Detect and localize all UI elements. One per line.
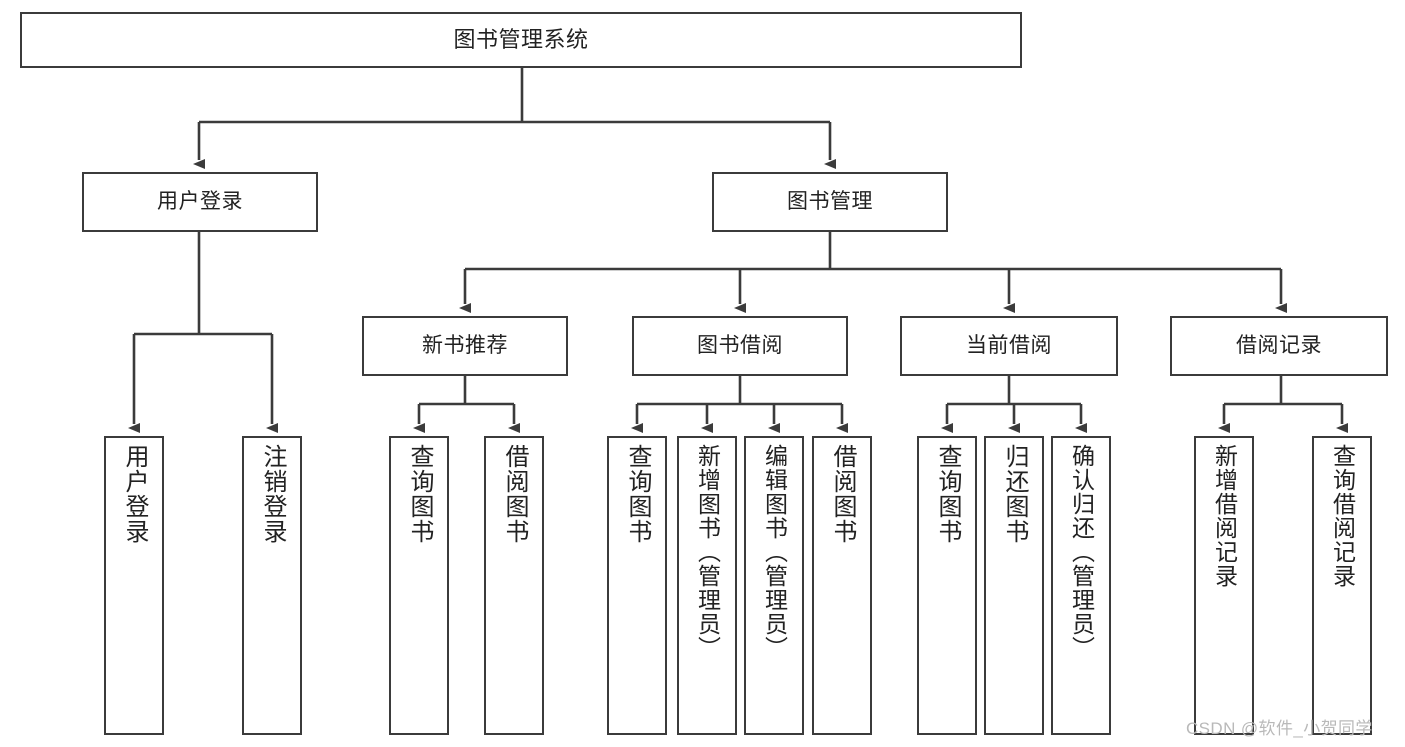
leaf-query-book-3[interactable]: 查询图书 — [917, 436, 977, 735]
leaf-edit-book[interactable]: 编辑图书（管理员） — [744, 436, 804, 735]
node-new-book-recommend[interactable]: 新书推荐 — [362, 316, 568, 376]
leaf-query-book-3-label: 查询图书 — [934, 444, 961, 544]
node-new-book-recommend-label: 新书推荐 — [422, 333, 508, 357]
node-borrow-record-label: 借阅记录 — [1236, 333, 1322, 357]
leaf-query-book-1[interactable]: 查询图书 — [389, 436, 449, 735]
leaf-return-book-label: 归还图书 — [1001, 444, 1028, 544]
leaf-add-record-label: 新增借阅记录 — [1211, 444, 1238, 588]
leaf-query-record[interactable]: 查询借阅记录 — [1312, 436, 1372, 735]
node-book-borrow-label: 图书借阅 — [697, 333, 783, 357]
node-borrow-record[interactable]: 借阅记录 — [1170, 316, 1388, 376]
node-root[interactable]: 图书管理系统 — [20, 12, 1022, 68]
node-user-login[interactable]: 用户登录 — [82, 172, 318, 232]
leaf-borrow-book-1-label: 借阅图书 — [501, 444, 528, 544]
leaf-add-book-label: 新增图书（管理员） — [694, 444, 721, 660]
leaf-user-login-label: 用户登录 — [121, 444, 148, 544]
leaf-user-login[interactable]: 用户登录 — [104, 436, 164, 735]
watermark: CSDN @软件_小贺同学 — [1186, 719, 1373, 738]
node-book-management-label: 图书管理 — [787, 189, 873, 213]
leaf-confirm-return-label: 确认归还（管理员） — [1068, 444, 1095, 660]
node-current-borrow-label: 当前借阅 — [966, 333, 1052, 357]
leaf-query-record-label: 查询借阅记录 — [1329, 444, 1356, 588]
leaf-query-book-2-label: 查询图书 — [624, 444, 651, 544]
node-user-login-label: 用户登录 — [157, 189, 243, 213]
node-book-borrow[interactable]: 图书借阅 — [632, 316, 848, 376]
leaf-borrow-book-2[interactable]: 借阅图书 — [812, 436, 872, 735]
leaf-confirm-return[interactable]: 确认归还（管理员） — [1051, 436, 1111, 735]
node-current-borrow[interactable]: 当前借阅 — [900, 316, 1118, 376]
leaf-edit-book-label: 编辑图书（管理员） — [761, 444, 788, 660]
leaf-query-book-2[interactable]: 查询图书 — [607, 436, 667, 735]
leaf-return-book[interactable]: 归还图书 — [984, 436, 1044, 735]
leaf-add-book[interactable]: 新增图书（管理员） — [677, 436, 737, 735]
leaf-query-book-1-label: 查询图书 — [406, 444, 433, 544]
leaf-user-logout-label: 注销登录 — [259, 444, 286, 544]
node-root-label: 图书管理系统 — [453, 27, 589, 53]
leaf-add-record[interactable]: 新增借阅记录 — [1194, 436, 1254, 735]
leaf-borrow-book-2-label: 借阅图书 — [829, 444, 856, 544]
node-book-management[interactable]: 图书管理 — [712, 172, 948, 232]
leaf-user-logout[interactable]: 注销登录 — [242, 436, 302, 735]
leaf-borrow-book-1[interactable]: 借阅图书 — [484, 436, 544, 735]
